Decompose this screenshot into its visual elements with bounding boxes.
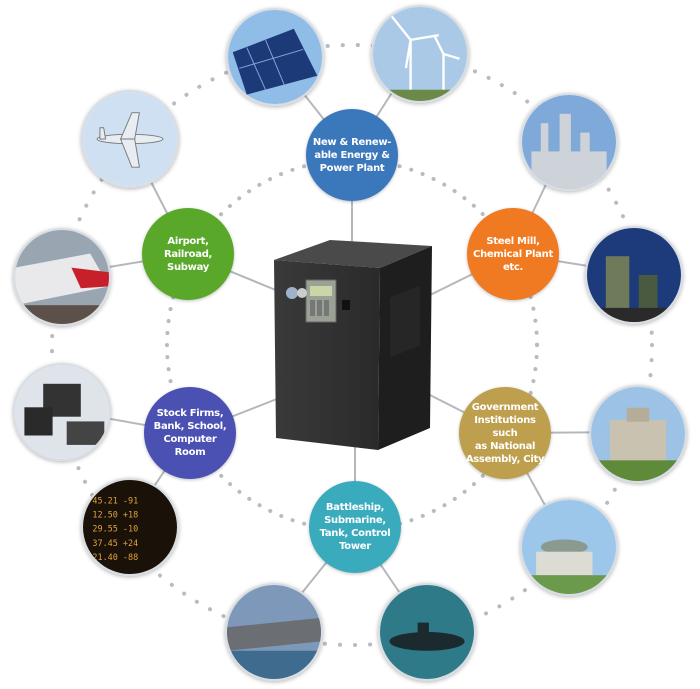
hub-label: Government Institutions such as National… — [465, 401, 545, 465]
hub-finance: Stock Firms, Bank, School, Computer Room — [144, 387, 236, 479]
outer-dotted-ring — [50, 43, 654, 647]
hub-government: Government Institutions such as National… — [459, 387, 551, 479]
hub-energy: New & Renew- able Energy & Power Plant — [306, 109, 398, 201]
svg-text:37.45 +24: 37.45 +24 — [92, 538, 138, 548]
hub-label: Stock Firms, Bank, School, Computer Room — [153, 408, 227, 458]
submarine-photo — [378, 583, 476, 681]
svg-text:45.21 -91: 45.21 -91 — [92, 496, 138, 506]
steel-mill-photo — [585, 226, 683, 324]
wind-turbines-photo — [371, 5, 469, 103]
hub-military: Battleship, Submarine, Tank, Control Tow… — [309, 481, 401, 573]
hub-transport: Airport, Railroad, Subway — [142, 208, 234, 300]
aircraft-carrier-photo — [225, 583, 323, 681]
national-assembly-photo — [520, 498, 618, 596]
hub-label: Airport, Railroad, Subway — [163, 235, 213, 273]
svg-text:12.50 +18: 12.50 +18 — [92, 510, 138, 520]
stock-board-photo: 45.21 -91 12.50 +18 29.55 -10 37.45 +24 21.4… — [81, 478, 179, 576]
hub-label: Steel Mill, Chemical Plant etc. — [473, 235, 553, 273]
svg-text:29.55 -10: 29.55 -10 — [92, 524, 138, 534]
government-building-photo — [589, 385, 687, 483]
hub-industry: Steel Mill, Chemical Plant etc. — [467, 208, 559, 300]
computers-photo — [13, 363, 111, 461]
airplane-photo — [81, 90, 179, 188]
svg-text:21.40 -88: 21.40 -88 — [92, 552, 138, 562]
hub-label: New & Renew- able Energy & Power Plant — [312, 136, 392, 174]
solar-panels-photo — [226, 8, 324, 106]
train-photo — [13, 228, 111, 326]
refinery-photo — [520, 93, 618, 191]
ups-unit-image — [270, 238, 434, 452]
hub-label: Battleship, Submarine, Tank, Control Tow… — [319, 502, 391, 552]
